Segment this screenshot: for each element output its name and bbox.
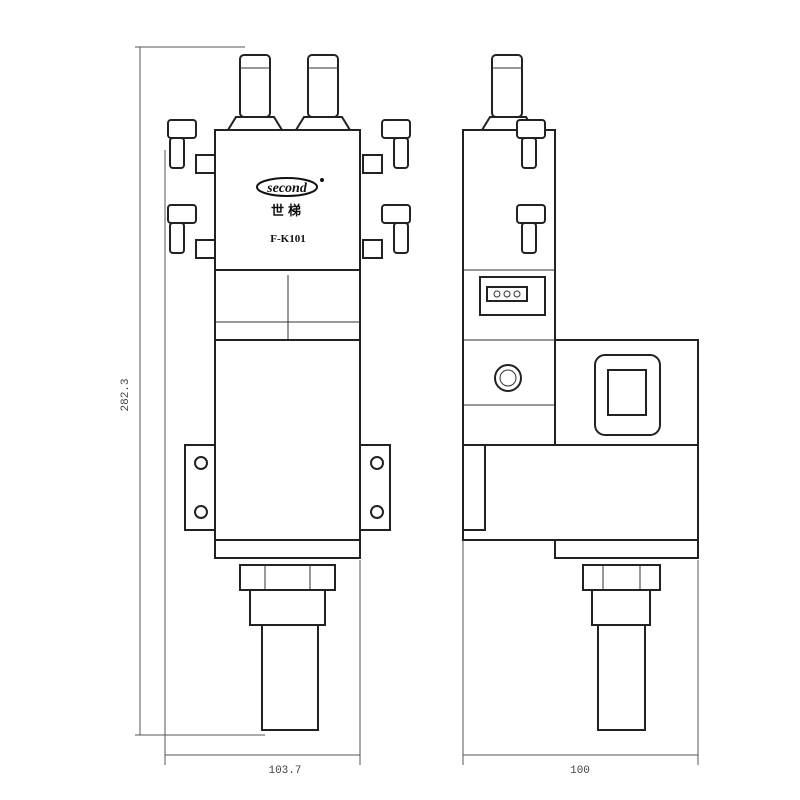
side-width-dimension: 100: [462, 540, 699, 777]
height-dimension: 282.3: [120, 46, 265, 736]
front-width-dimension: 103.7: [164, 150, 361, 777]
height-dimension-label: 282.3: [120, 378, 132, 411]
front-view: second F-K101: [167, 54, 411, 731]
brand-chinese-text: 世梯: [270, 204, 305, 219]
side-view: [462, 54, 699, 731]
brand-logo: second: [256, 177, 324, 197]
model-label: F-K101: [270, 233, 305, 245]
front-width-label: 103.7: [268, 765, 301, 777]
svg-text:second: second: [266, 181, 308, 196]
side-width-label: 100: [570, 765, 590, 777]
